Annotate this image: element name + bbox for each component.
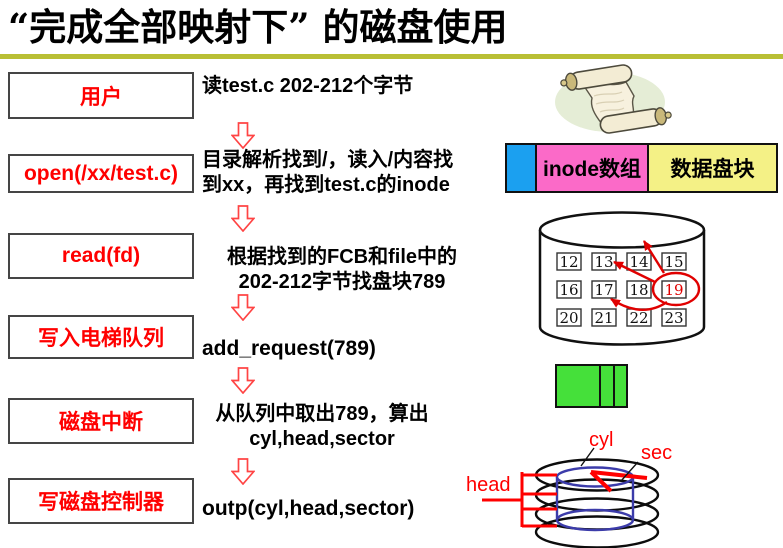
disk-block-cell: 23 bbox=[664, 309, 683, 327]
down-arrow-icon bbox=[231, 458, 255, 485]
step-box-label: read(fd) bbox=[61, 244, 141, 267]
disk-block-cell: 17 bbox=[594, 281, 613, 299]
memory-bar-inode-segment: inode数组 bbox=[535, 145, 647, 191]
step-desc-disk-controller: outp(cyl,head,sector) bbox=[202, 496, 502, 521]
sec-label: sec bbox=[641, 442, 672, 464]
step-box-user: 用户 bbox=[8, 72, 194, 119]
step-box-label: 用户 bbox=[80, 85, 122, 109]
head-label: head bbox=[466, 474, 511, 496]
step-desc-elevator-queue: add_request(789) bbox=[202, 336, 502, 361]
title-underline bbox=[0, 54, 783, 59]
desc-line: cyl,head,sector bbox=[249, 428, 395, 450]
queue-divider bbox=[599, 366, 601, 406]
step-box-disk-controller: 写磁盘控制器 bbox=[8, 478, 194, 524]
disk-block-grid: 12 13 14 15 16 17 18 19 20 21 22 23 bbox=[556, 252, 687, 327]
step-desc-user: 读test.c 202-212个字节 bbox=[202, 74, 502, 99]
block-19-highlight-circle bbox=[651, 271, 701, 307]
down-arrow-icon bbox=[231, 122, 255, 149]
disk-block-cell: 22 bbox=[629, 309, 648, 327]
disk-block-cell: 13 bbox=[594, 253, 613, 271]
memory-bar-boot-segment bbox=[507, 145, 535, 191]
request-queue-figure bbox=[555, 364, 628, 408]
label-pointer-lines bbox=[580, 447, 639, 482]
block-pointer-arrows bbox=[610, 240, 668, 311]
disk-block-cell-highlighted: 19 bbox=[664, 281, 683, 299]
desc-line: 从队列中取出789，算出 bbox=[215, 403, 429, 425]
disk-block-cell: 14 bbox=[629, 253, 648, 271]
disk-block-cell: 12 bbox=[559, 253, 578, 271]
platter-figure: cyl sec head bbox=[466, 429, 672, 548]
desc-line: 读test.c 202-212个字节 bbox=[202, 75, 414, 97]
queue-divider bbox=[613, 366, 615, 406]
disk-block-cell: 15 bbox=[664, 253, 683, 271]
step-box-label: 磁盘中断 bbox=[59, 411, 143, 434]
cylinder-outline bbox=[555, 466, 635, 532]
down-arrow-icon bbox=[231, 367, 255, 394]
inode-array-label: inode数组 bbox=[543, 158, 641, 181]
disk-block-cell: 21 bbox=[594, 309, 613, 327]
desc-line: 到xx，再找到test.c的inode bbox=[202, 174, 450, 196]
scroll-top-roll bbox=[560, 64, 633, 91]
sector-wedge bbox=[589, 470, 648, 493]
down-arrow-icon bbox=[231, 294, 255, 321]
step-box-read: read(fd) bbox=[8, 233, 194, 279]
desc-line: 202-212字节找盘块789 bbox=[238, 271, 446, 293]
desc-line: outp(cyl,head,sector) bbox=[202, 497, 415, 520]
scroll-icon bbox=[555, 64, 672, 134]
step-desc-read: 根据找到的FCB和file中的 202-212字节找盘块789 bbox=[202, 245, 482, 295]
desc-line: add_request(789) bbox=[202, 337, 376, 360]
desc-line: 根据找到的FCB和file中的 bbox=[227, 246, 457, 268]
step-box-label: 写磁盘控制器 bbox=[38, 491, 164, 514]
step-box-elevator-queue: 写入电梯队列 bbox=[8, 315, 194, 359]
disk-block-cell: 18 bbox=[629, 281, 648, 299]
cyl-label: cyl bbox=[589, 429, 613, 451]
step-box-disk-interrupt: 磁盘中断 bbox=[8, 398, 194, 444]
down-arrow-icon bbox=[231, 205, 255, 232]
step-desc-disk-interrupt: 从队列中取出789，算出 cyl,head,sector bbox=[202, 402, 442, 452]
disk-block-cell: 16 bbox=[559, 281, 578, 299]
page-title: “完成全部映射下” 的磁盘使用 bbox=[8, 5, 508, 49]
disk-block-cell: 20 bbox=[559, 309, 578, 327]
step-box-label: 写入电梯队列 bbox=[38, 327, 164, 350]
step-desc-open: 目录解析找到/，读入/内容找 到xx，再找到test.c的inode bbox=[202, 148, 502, 198]
scroll-bottom-roll bbox=[599, 107, 672, 134]
head-arm-comb bbox=[482, 472, 557, 528]
step-box-label: open(/xx/test.c) bbox=[23, 161, 179, 185]
data-blocks-label: 数据盘块 bbox=[670, 158, 755, 181]
step-box-open: open(/xx/test.c) bbox=[8, 154, 194, 193]
memory-bar-data-segment: 数据盘块 bbox=[647, 145, 776, 191]
disk-cylinder-figure: 12 13 14 15 16 17 18 19 20 21 22 23 bbox=[538, 211, 706, 346]
cylinder-top bbox=[538, 211, 706, 249]
desc-line: 目录解析找到/，读入/内容找 bbox=[202, 149, 454, 171]
memory-bar: inode数组 数据盘块 bbox=[505, 143, 778, 193]
